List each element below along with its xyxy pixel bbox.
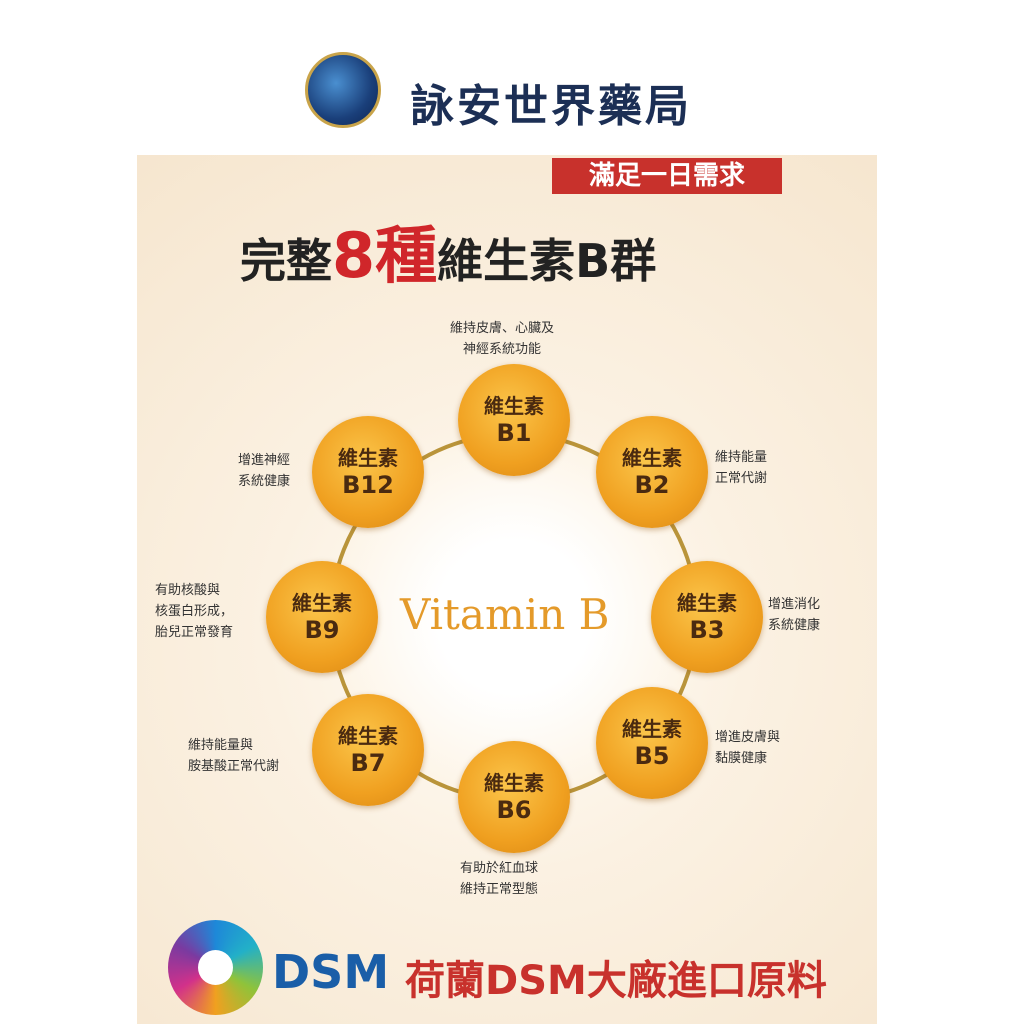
desc-line: 胎兒正常發育 [155,625,234,640]
ball-title: 維生素 [484,771,544,795]
daily-need-badge: 滿足一日需求 [552,158,782,194]
headline: 完整8種維生素B群 [240,205,656,295]
vitamin-desc-b1: 維持皮膚、心臟及神經系統功能 [450,318,554,360]
desc-line: 神經系統功能 [463,342,542,357]
desc-line: 正常代謝 [715,471,768,486]
ball-title: 維生素 [484,394,544,418]
dsm-wordmark: DSM [272,945,390,999]
ball-title: 維生素 [338,446,398,470]
vitamin-code: B5 [634,742,670,770]
desc-line: 增進神經 [238,453,291,468]
desc-line: 維持能量 [715,450,768,465]
dsm-logo-icon [168,920,263,1015]
headline-post: 維生素B群 [437,234,657,288]
desc-line: 系統健康 [238,474,291,489]
vitamin-desc-b6: 有助於紅血球維持正常型態 [460,858,538,900]
vitamin-code: B6 [496,796,532,824]
desc-line: 維持正常型態 [460,882,539,897]
desc-line: 黏膜健康 [715,751,768,766]
desc-line: 維持能量與 [188,738,254,753]
brand-name: 詠安世界藥局 [410,81,692,132]
desc-line: 增進皮膚與 [715,730,781,745]
desc-line: 系統健康 [768,618,821,633]
vitamin-desc-b3: 增進消化系統健康 [768,594,820,636]
vitamin-code: B7 [350,749,386,777]
desc-line: 有助核酸與 [155,583,221,598]
vitamin-code: B12 [342,471,394,499]
vitamin-desc-b9: 有助核酸與核蛋白形成， 胎兒正常發育 [155,580,233,643]
vitamin-desc-b12: 增進神經系統健康 [238,450,290,492]
ball-title: 維生素 [622,717,682,741]
vitamin-code: B2 [634,471,670,499]
vitamin-desc-b7: 維持能量與胺基酸正常代謝 [188,735,279,777]
vitamin-code: B3 [689,616,725,644]
ball-title: 維生素 [622,446,682,470]
vitamin-desc-b5: 增進皮膚與黏膜健康 [715,727,780,769]
desc-line: 有助於紅血球 [460,861,539,876]
desc-line: 增進消化 [768,597,821,612]
ball-title: 維生素 [292,591,352,615]
headline-pre: 完整 [240,234,332,288]
vitamin-code: B1 [496,419,532,447]
pharmacy-logo-globe-icon [305,52,381,128]
headline-number: 8種 [332,219,438,292]
vitamin-code: B9 [304,616,340,644]
desc-line: 維持皮膚、心臟及 [450,321,555,336]
desc-line: 胺基酸正常代謝 [188,759,280,774]
vitamin-desc-b2: 維持能量正常代謝 [715,447,767,489]
dsm-source-text: 荷蘭DSM大廠進口原料 [405,958,827,1004]
ball-title: 維生素 [677,591,737,615]
center-label: Vitamin B [400,590,610,639]
desc-line: 核蛋白形成， [155,604,234,619]
ball-title: 維生素 [338,724,398,748]
